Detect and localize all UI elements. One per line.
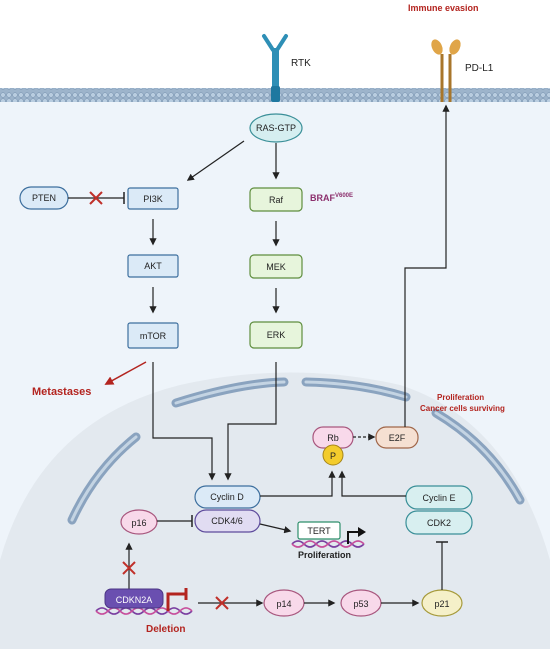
tert-dna-icon bbox=[291, 540, 365, 548]
erk-label: ERK bbox=[267, 330, 286, 340]
akt-node bbox=[127, 254, 179, 278]
pten-label: PTEN bbox=[32, 193, 56, 203]
cdkn2a-node bbox=[104, 588, 164, 609]
p14-label: p14 bbox=[276, 599, 291, 609]
mtor-label: mTOR bbox=[140, 331, 167, 341]
tert-proliferation-label: Proliferation bbox=[298, 550, 351, 560]
p53-label: p53 bbox=[353, 599, 368, 609]
immune-evasion-label: Immune evasion bbox=[408, 3, 479, 13]
deletion-label: Deletion bbox=[146, 624, 185, 635]
mtor-node bbox=[127, 322, 179, 349]
pdl1-label: PD-L1 bbox=[465, 63, 494, 74]
pdl1-receptor-icon bbox=[431, 39, 461, 102]
deletion-block-icon bbox=[166, 592, 185, 611]
pi3k-label: PI3K bbox=[143, 194, 163, 204]
cyclin-e-label: Cyclin E bbox=[422, 493, 455, 503]
p21-label: p21 bbox=[434, 599, 449, 609]
cdk46-label: CDK4/6 bbox=[211, 516, 243, 526]
blocked-x-icon bbox=[89, 191, 103, 205]
p16-node bbox=[120, 509, 158, 535]
cdk2-node bbox=[405, 510, 473, 535]
phosphate-node bbox=[322, 444, 344, 466]
cdk46-to-tert-arrow bbox=[259, 523, 292, 534]
mek-node bbox=[249, 254, 303, 279]
cyclind-to-rb-arrow bbox=[260, 470, 336, 497]
cdkn2a-label: CDKN2A bbox=[116, 595, 153, 605]
e2f-label: E2F bbox=[389, 433, 406, 443]
cdkn2a-dna-icon bbox=[95, 607, 193, 615]
rtk-label: RTK bbox=[291, 58, 311, 69]
blocked-x-icon bbox=[215, 596, 229, 610]
akt-label: AKT bbox=[144, 261, 162, 271]
mtor-to-cyclind-arrow bbox=[152, 362, 216, 481]
e2f-node bbox=[375, 426, 419, 449]
rtk-receptor-icon bbox=[262, 34, 288, 102]
proliferation-label: Proliferation bbox=[437, 393, 484, 402]
mek-label: MEK bbox=[266, 262, 286, 272]
pi3k-node bbox=[127, 187, 179, 210]
erk-to-cyclind-arrow bbox=[224, 362, 277, 481]
tert-node bbox=[297, 521, 341, 540]
cyclin-d-label: Cyclin D bbox=[210, 492, 244, 502]
blocked-x-icon bbox=[122, 561, 136, 575]
cycline-to-rb-arrow bbox=[338, 470, 406, 497]
transcription-arrow-icon bbox=[347, 531, 360, 544]
tert-label: TERT bbox=[307, 526, 331, 536]
cdk46-node bbox=[194, 509, 261, 533]
phosphate-label: P bbox=[330, 451, 336, 461]
p16-label: p16 bbox=[131, 518, 146, 528]
raf-label: Raf bbox=[269, 195, 284, 205]
ras-gtp-node bbox=[249, 113, 303, 143]
metastases-arrow bbox=[104, 361, 147, 385]
erk-node bbox=[249, 321, 303, 349]
ras-to-pi3k-arrow bbox=[186, 140, 245, 181]
e2f-to-pdl1-arrow bbox=[404, 104, 450, 427]
raf-node bbox=[249, 187, 303, 212]
cdk2-label: CDK2 bbox=[427, 518, 451, 528]
rb-label: Rb bbox=[327, 433, 339, 443]
braf-mutation-label: BRAFV600E bbox=[310, 193, 353, 203]
cyclin-e-node bbox=[405, 485, 473, 510]
cancer-cells-surviving-label: Cancer cells surviving bbox=[420, 404, 505, 413]
ras-gtp-label: RAS-GTP bbox=[256, 123, 296, 133]
metastases-label: Metastases bbox=[32, 386, 91, 398]
cyclin-d-node bbox=[194, 485, 261, 509]
